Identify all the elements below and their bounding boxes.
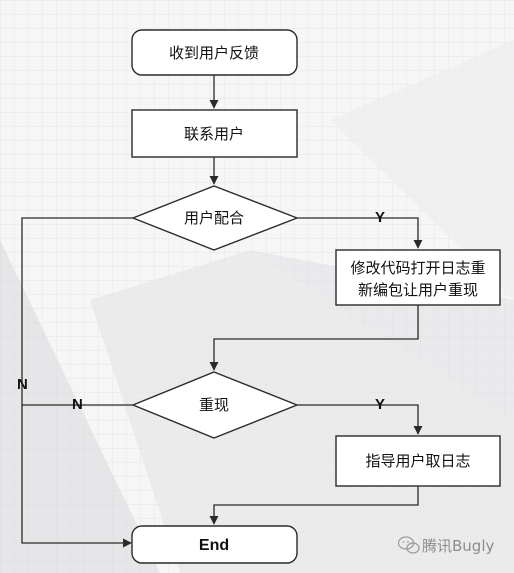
- node-contact-user: 联系用户: [131, 109, 298, 158]
- decision-user-cooperates: 用户配合: [131, 185, 299, 251]
- node-end: End: [131, 525, 298, 564]
- label-reproduce-no: N: [72, 396, 83, 413]
- node-contact-user-label: 联系用户: [184, 125, 244, 143]
- node-modify-code: 修改代码打开日志重 新编包让用户重现: [335, 249, 501, 306]
- label-cooperate-yes: Y: [375, 209, 385, 226]
- edge-guide-to-end: [209, 486, 419, 525]
- decision-user-cooperates-label: 用户配合: [184, 209, 244, 227]
- watermark-text: 腾讯Bugly: [422, 537, 494, 555]
- node-receive-feedback: 收到用户反馈: [131, 29, 298, 76]
- label-reproduce-yes: Y: [375, 396, 385, 413]
- node-receive-feedback-label: 收到用户反馈: [169, 44, 259, 62]
- node-modify-code-line2: 新编包让用户重现: [358, 281, 478, 299]
- edge-modify-to-reproduce: [209, 305, 419, 371]
- watermark: 腾讯Bugly: [397, 536, 494, 555]
- node-guide-user-label: 指导用户取日志: [365, 452, 470, 470]
- node-end-label: End: [199, 537, 229, 554]
- wechat-icon: [397, 536, 420, 554]
- edge-cooperate-no: [21, 217, 133, 548]
- label-cooperate-no: N: [17, 376, 28, 393]
- edge-cooperate-yes: [297, 217, 423, 249]
- decision-reproduced-label: 重现: [199, 396, 229, 414]
- decision-reproduced: 重现: [131, 371, 299, 439]
- node-guide-user: 指导用户取日志: [335, 435, 501, 487]
- node-modify-code-line1: 修改代码打开日志重: [350, 259, 485, 277]
- edge-reproduce-yes: [297, 404, 423, 435]
